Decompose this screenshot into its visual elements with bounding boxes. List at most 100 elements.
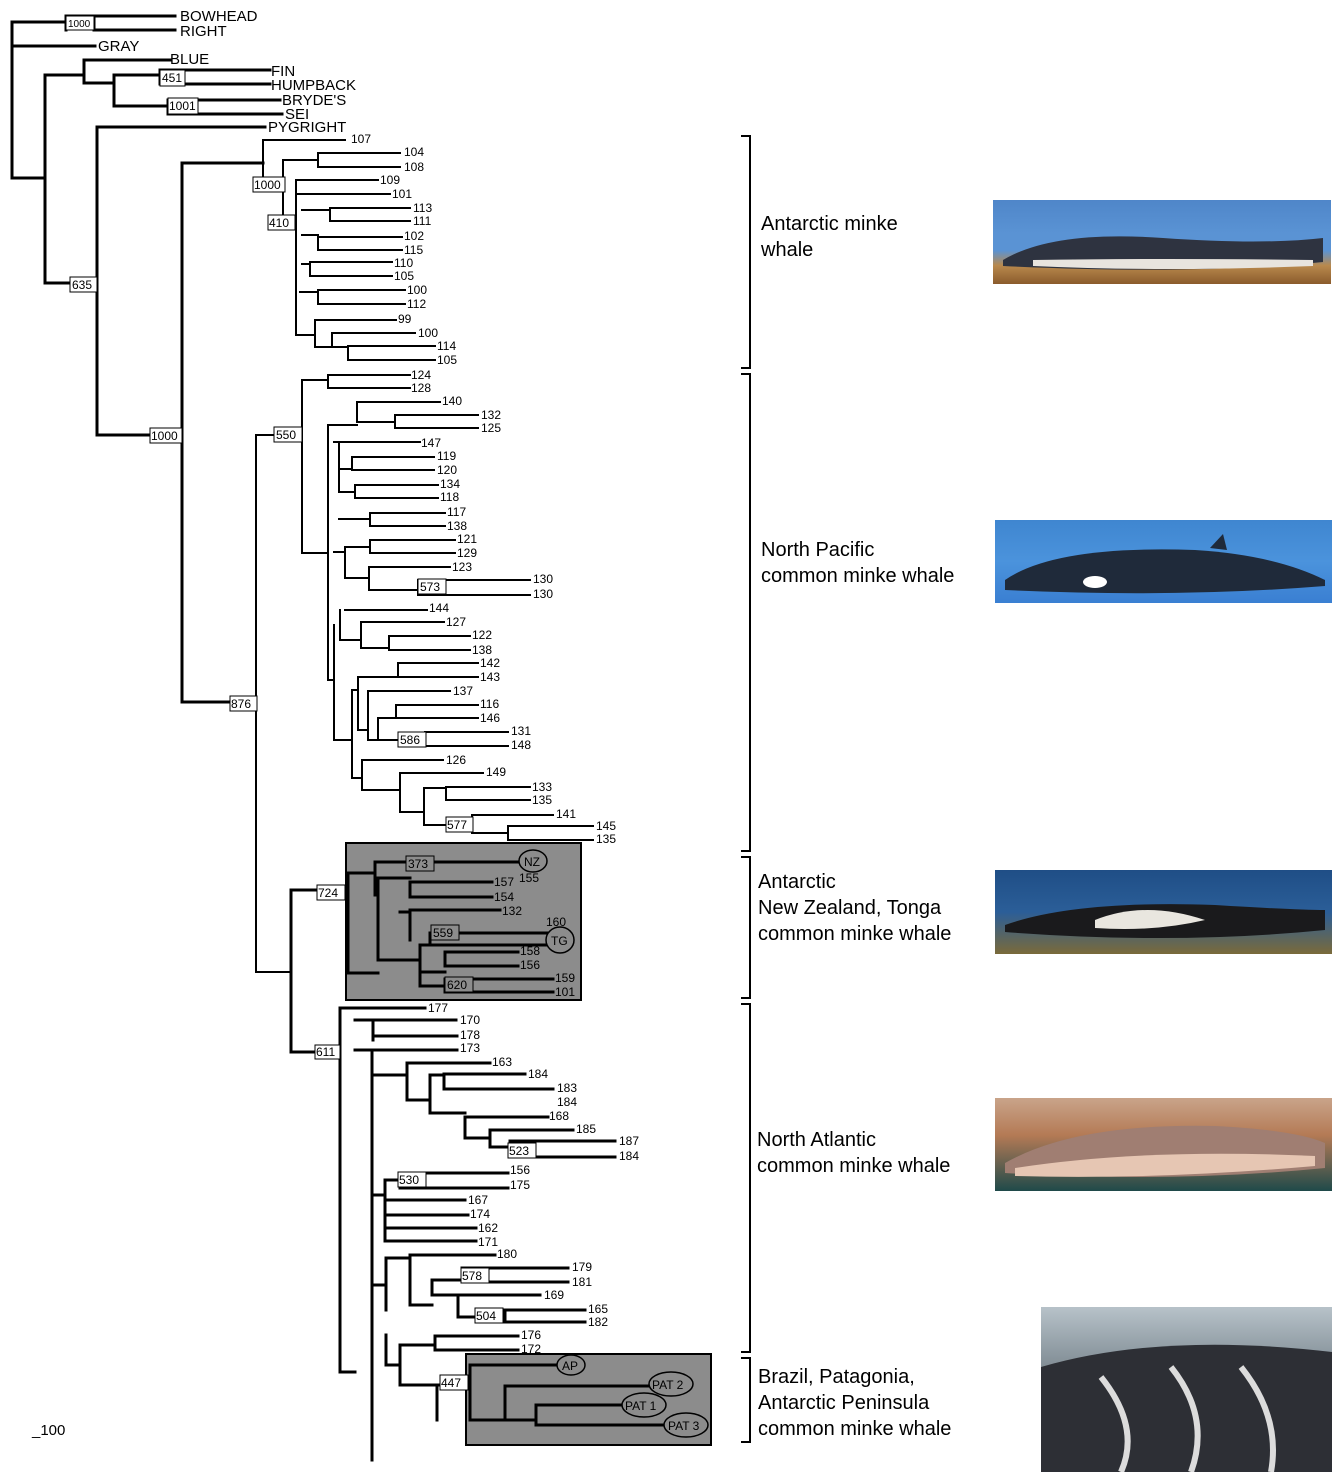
haplotype-label: 175: [510, 1178, 530, 1192]
haplotype-label: 132: [481, 408, 501, 422]
haplotype-label: 146: [480, 711, 500, 725]
haplotype-label: 115: [404, 243, 423, 257]
svg-text:PAT 2: PAT 2: [652, 1378, 684, 1392]
bootstrap-410: 410: [267, 214, 296, 231]
haplotype-label: 130: [533, 572, 553, 586]
bootstrap-1000-antarctic: 1000: [252, 176, 286, 193]
haplotype-label: 183: [557, 1081, 577, 1095]
oval-pat1: PAT 1: [621, 1392, 667, 1418]
haplotype-label: 120: [437, 463, 457, 477]
haplotype-label: 144: [429, 601, 449, 615]
haplotype-label: 100: [407, 283, 427, 297]
haplotype-label: 158: [520, 944, 540, 958]
haplotype-label: 105: [437, 353, 457, 367]
haplotype-label: 162: [478, 1221, 498, 1235]
scale-bar-value: 100: [40, 1422, 66, 1439]
clade-label-nz-tonga: Antarctic New Zealand, Tonga common mink…: [758, 871, 952, 945]
haplotype-label: 177: [428, 1001, 448, 1015]
haplotype-label: 128: [411, 381, 431, 395]
haplotype-label: 140: [442, 394, 462, 408]
svg-text:577: 577: [447, 818, 467, 832]
bootstrap-1000-minke: 1000: [149, 427, 183, 444]
haplotype-label: 101: [555, 985, 575, 999]
bootstrap-724: 724: [316, 884, 346, 901]
haplotype-label: 156: [520, 958, 540, 972]
haplotype-label: 124: [411, 368, 431, 382]
haplotype-label: 110: [394, 256, 413, 270]
clade-brackets: [741, 135, 751, 1443]
haplotype-label: 105: [394, 269, 414, 283]
haplotype-label: 178: [460, 1028, 480, 1042]
haplotype-label: 170: [460, 1013, 480, 1027]
haplotype-label: 187: [619, 1134, 639, 1148]
svg-text:PAT 1: PAT 1: [625, 1399, 657, 1413]
bootstrap-577: 577: [445, 816, 474, 833]
bootstrap-559: 559: [430, 924, 460, 941]
haplotype-label: 138: [447, 519, 467, 533]
haplotype-label: 117: [447, 505, 466, 519]
taxon-gray: GRAY: [98, 38, 139, 55]
haplotype-label: 159: [555, 971, 575, 985]
taxon-bowhead: BOWHEAD: [180, 8, 258, 25]
haplotype-label: 154: [494, 890, 514, 904]
taxon-blue: BLUE: [170, 51, 209, 68]
svg-text:724: 724: [318, 886, 338, 900]
haplotype-label: 142: [480, 656, 500, 670]
haplotype-label: 107: [351, 132, 371, 146]
svg-text:TG: TG: [551, 934, 568, 948]
south-america-minke-photo: [1041, 1307, 1332, 1472]
taxon-brydes: BRYDE'S: [282, 92, 346, 109]
haplotype-label: 184: [557, 1095, 577, 1109]
bootstrap-573: 573: [417, 578, 447, 595]
haplotype-label: 160: [546, 915, 566, 929]
haplotype-label: 176: [521, 1328, 541, 1342]
clade-label-antarctic: Antarctic minke whale: [761, 213, 898, 261]
haplotype-label: 100: [418, 326, 438, 340]
haplotype-label: 116: [480, 697, 499, 711]
haplotype-label: 111: [413, 214, 432, 228]
taxon-fin: FIN: [271, 63, 295, 80]
bootstrap-373: 373: [405, 855, 435, 872]
haplotype-label: 132: [502, 904, 522, 918]
haplotype-label: 133: [532, 780, 552, 794]
scale-bar: _100: [32, 1422, 66, 1439]
svg-text:611: 611: [316, 1045, 335, 1059]
bootstrap-530: 530: [397, 1171, 427, 1188]
haplotype-label: 182: [588, 1315, 608, 1329]
haplotype-label: 169: [544, 1288, 564, 1302]
haplotype-label: 101: [392, 187, 412, 201]
haplotype-label: 173: [460, 1041, 480, 1055]
haplotype-label: 123: [452, 560, 472, 574]
svg-text:1001: 1001: [169, 99, 196, 113]
taxon-humpback: HUMPBACK: [271, 77, 356, 94]
svg-text:NZ: NZ: [524, 855, 540, 869]
north-atlantic-minke-photo: [995, 1098, 1332, 1191]
bootstrap-611: 611: [314, 1044, 341, 1060]
bootstrap-1001: 1001: [167, 97, 199, 115]
haplotype-label: 122: [472, 628, 492, 642]
haplotype-label: 131: [511, 724, 531, 738]
haplotype-label: 109: [380, 173, 400, 187]
haplotype-label: 149: [486, 765, 506, 779]
haplotype-label: 148: [511, 738, 531, 752]
haplotype-label: 108: [404, 160, 424, 174]
tree-branches: [10, 14, 664, 1462]
haplotype-label: 184: [619, 1149, 639, 1163]
haplotype-label: 174: [470, 1207, 490, 1221]
haplotype-label: 145: [596, 819, 616, 833]
svg-text:1000: 1000: [254, 178, 281, 192]
haplotype-label: 112: [407, 297, 426, 311]
svg-text:530: 530: [399, 1173, 419, 1187]
haplotype-label: 118: [440, 490, 459, 504]
haplotype-label: 143: [480, 670, 500, 684]
bootstrap-451: 451: [159, 69, 186, 87]
svg-text:451: 451: [162, 71, 182, 85]
oval-pat3: PAT 3: [663, 1412, 709, 1438]
haplotype-label: 179: [572, 1260, 592, 1274]
bootstrap-635: 635: [69, 276, 98, 293]
bootstrap-550: 550: [273, 426, 303, 443]
haplotype-label: 119: [437, 449, 456, 463]
haplotype-label: 155: [519, 871, 539, 885]
